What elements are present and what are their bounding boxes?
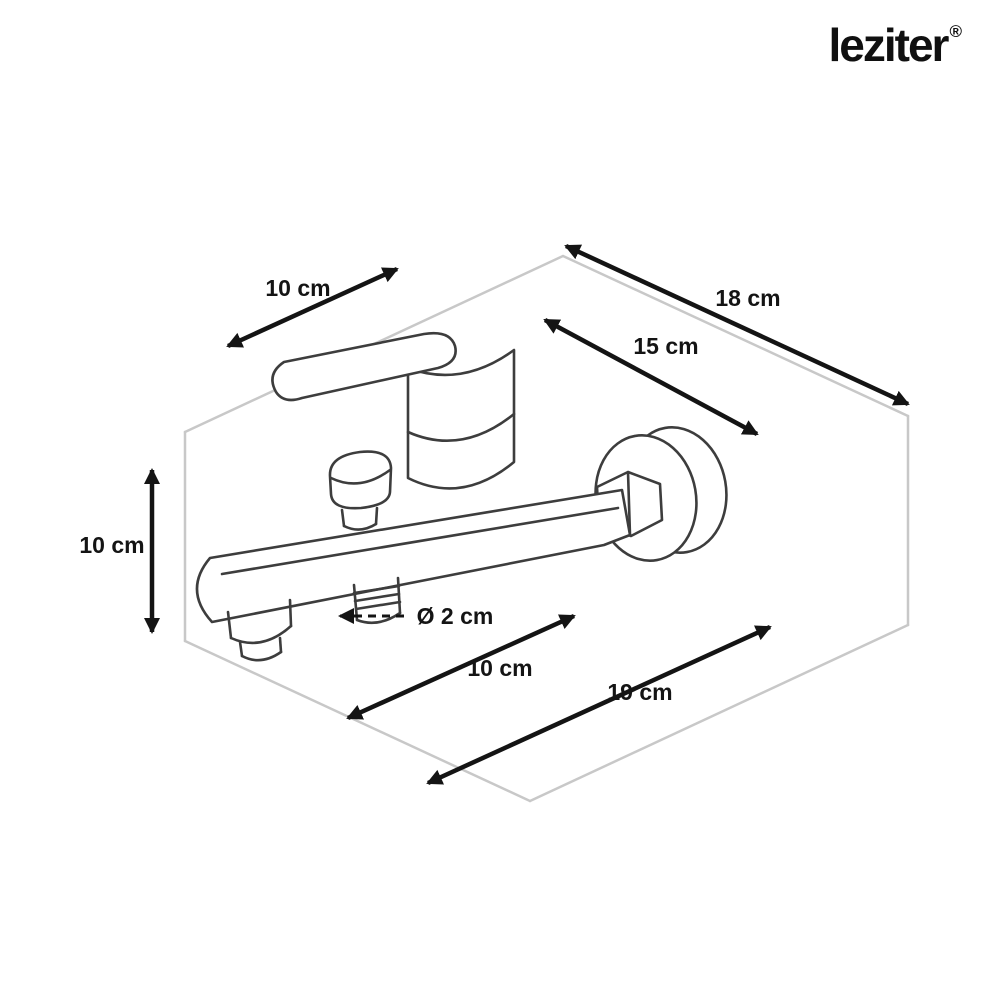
dim-arrow-depth-inner [543,318,759,436]
spout-aerator [226,598,293,662]
dim-arrow-total-length [426,624,772,786]
dim-label-total-length: 19 cm [607,679,672,705]
knob-neck-right [374,506,379,526]
hexagon-nut-facet [626,470,632,537]
aerator-tip-left [238,640,244,658]
aerator-tip-right [278,636,283,654]
outlet-thread-1 [352,584,401,595]
outlet-side-left [352,583,359,622]
dim-label-depth-total: 18 cm [715,285,780,311]
aerator-side-right [288,598,293,628]
dim-label-depth-inner: 15 cm [633,333,698,359]
knob-seam [329,468,392,485]
aerator-ring-bottom [229,624,293,645]
brand-logo: leziter® [829,22,962,68]
brand-logo-text: leziter [828,19,950,71]
faucet-drawing [195,331,728,662]
lever-handle [271,331,457,402]
diverter-knob [328,450,393,531]
dim-arrow-depth-total [564,243,910,407]
knob-neck-bottom [342,522,378,531]
dimension-labels: 10 cm 18 cm 15 cm 10 cm Ø 2 cm 10 cm 19 … [79,275,780,705]
dimension-arrows [144,243,910,786]
dim-arrow-spout-top [226,266,399,349]
aerator-tip-bottom [240,650,283,662]
cartridge-seam [406,412,516,443]
knob-neck-left [340,508,346,528]
cartridge-body [406,348,516,490]
outlet-bottom [355,611,402,625]
box-edge-top-right [561,254,910,418]
outlet-side-right [396,576,402,615]
knob-cap [328,450,393,510]
aerator-side-left [226,610,233,640]
dim-label-outlet-diameter: Ø 2 cm [417,603,494,629]
outlet-thread-2 [353,592,401,603]
dim-label-height-left: 10 cm [79,532,144,558]
dim-arrow-base-length [346,613,576,721]
faucet-body-bar [195,488,632,624]
cartridge-outline [406,348,516,490]
registered-trademark-symbol: ® [949,22,962,41]
dim-label-spout-top: 10 cm [265,275,330,301]
outlet-thread-3 [354,600,402,611]
faucet-body-top-edge [220,506,620,576]
dim-label-base-length: 10 cm [467,655,532,681]
